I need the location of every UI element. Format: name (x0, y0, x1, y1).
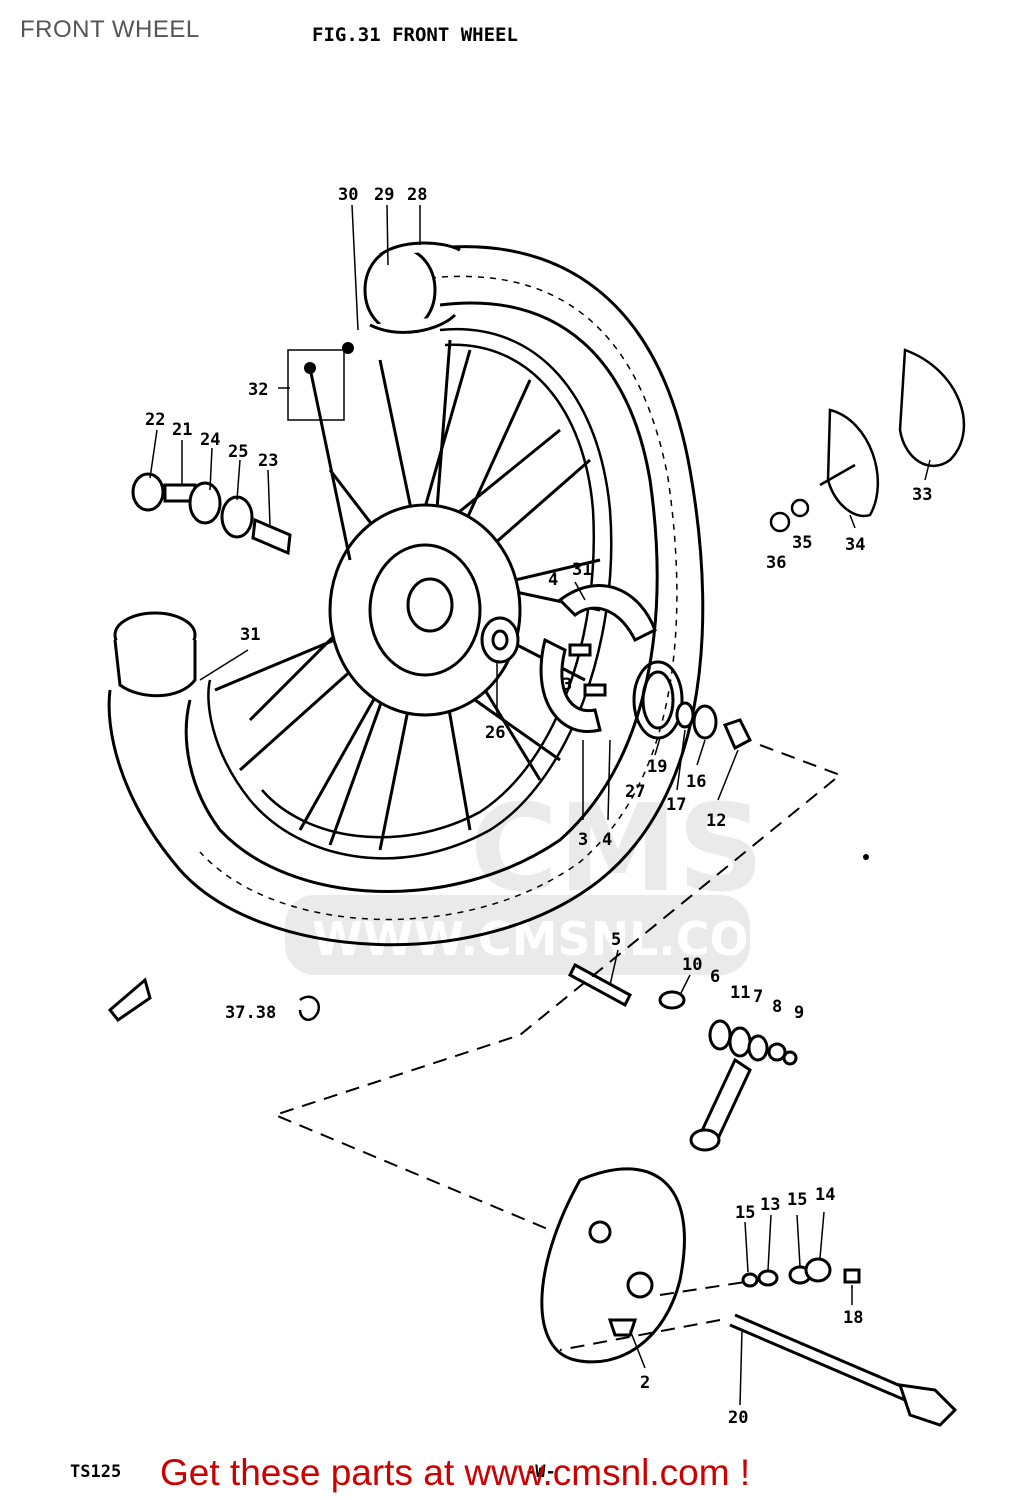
part-label: 4 (602, 830, 612, 850)
part-label: 5 (611, 930, 621, 950)
part-label: 9 (794, 1003, 804, 1023)
part-label: 20 (728, 1408, 748, 1428)
part-label: 36 (766, 553, 786, 573)
part-label: 14 (815, 1185, 835, 1205)
part-label: 7 (753, 987, 763, 1007)
part-label: 11 (730, 983, 750, 1003)
promo-link[interactable]: Get these parts at www.cmsnl.com ! (160, 1452, 751, 1493)
page-code: -W- (525, 1462, 556, 1482)
part-label: 2 (640, 1373, 650, 1393)
part-label: 31 (572, 560, 592, 580)
tire-valve-part (107, 977, 152, 1023)
dot-mark (863, 854, 869, 860)
spoke-bracket (287, 349, 345, 421)
part-label: 15 (735, 1203, 755, 1223)
watermark-brand: CMS (470, 780, 764, 919)
part-label: 35 (792, 533, 812, 553)
part-label: 23 (258, 451, 278, 471)
part-label: 17 (666, 795, 686, 815)
part-label: 19 (647, 757, 667, 777)
part-label: 6 (710, 967, 720, 987)
part-label: 31 (240, 625, 260, 645)
part-label: 10 (682, 955, 702, 975)
brake-arm-assembly (568, 962, 798, 1152)
part-label: 26 (485, 723, 505, 743)
part-label: 32 (248, 380, 268, 400)
part-label: 18 (843, 1308, 863, 1328)
part-label: 34 (845, 535, 865, 555)
spoke-nipple (342, 342, 354, 354)
part-label: 3 (578, 830, 588, 850)
part-label: 21 (172, 420, 192, 440)
panel-small-parts (741, 1257, 861, 1288)
tire (107, 245, 705, 947)
part-label: 8 (772, 997, 782, 1017)
bearing-set (675, 701, 752, 751)
watermark: CMS WWW.CMSNL.COM (285, 780, 795, 975)
figure-title: FIG.31 FRONT WHEEL (312, 24, 518, 46)
part-labels: 30 29 28 32 22 21 24 25 23 31 31 26 4 3 … (145, 185, 932, 1428)
watermark-url: WWW.CMSNL.COM (312, 912, 795, 966)
assembly-lines (272, 744, 842, 1351)
part-label: 28 (407, 185, 427, 205)
oil-seal (632, 660, 684, 740)
part-label: 22 (145, 410, 165, 430)
axle-left-stack (131, 472, 292, 556)
part-label: 15 (787, 1190, 807, 1210)
part-label: 29 (374, 185, 394, 205)
part-label: 13 (760, 1195, 780, 1215)
valve-cap-part (298, 995, 321, 1021)
part-label: 12 (706, 811, 726, 831)
part-label: 3 (562, 675, 572, 695)
spoke-detail (308, 367, 352, 561)
spacer (480, 616, 520, 664)
part-label: 25 (228, 442, 248, 462)
leader-lines (149, 204, 931, 1406)
part-label: 30 (338, 185, 358, 205)
brake-panel (540, 1167, 686, 1364)
speedo-gear (769, 348, 966, 533)
part-label: 33 (912, 485, 932, 505)
part-label: 24 (200, 430, 220, 450)
part-label: 27 (625, 782, 645, 802)
watermark-banner (285, 895, 750, 975)
part-label: 4 (548, 570, 558, 590)
part-label: 37.38 (225, 1003, 276, 1023)
hub (328, 503, 522, 717)
tire-end-top (363, 241, 461, 334)
part-label: 16 (686, 772, 706, 792)
model-code: TS125 (70, 1462, 122, 1482)
page-title: FRONT WHEEL (20, 16, 200, 43)
rim (207, 327, 613, 860)
tire-end-bottom (113, 611, 197, 698)
front-axle (729, 1313, 958, 1427)
